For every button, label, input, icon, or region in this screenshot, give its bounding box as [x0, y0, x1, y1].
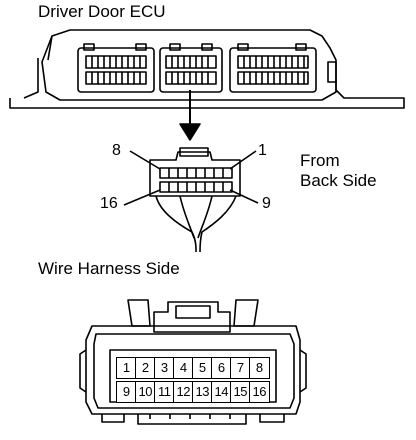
callout-top-left: 8: [112, 142, 121, 159]
view-direction-label: From Back Side: [300, 151, 410, 191]
ecu-connector-left: [77, 43, 155, 93]
pin-cell: 3: [154, 357, 175, 379]
pin-cell: 2: [135, 357, 156, 379]
pin-cell: 1: [116, 357, 137, 379]
back-side-connector: [123, 147, 259, 253]
pin-cell: 10: [135, 381, 156, 403]
diagram-title: Driver Door ECU: [38, 2, 166, 21]
pin-cell: 8: [249, 357, 270, 379]
pin-cell: 13: [192, 381, 213, 403]
view-direction-line1: From: [300, 151, 340, 170]
down-arrow-icon: [179, 90, 201, 141]
pin-cell: 16: [249, 381, 270, 403]
pin-cell: 14: [211, 381, 232, 403]
pin-cell: 15: [230, 381, 251, 403]
ecu-connector-middle: [159, 43, 223, 93]
pin-cell: 4: [173, 357, 194, 379]
pin-cell: 12: [173, 381, 194, 403]
callout-bottom-right: 9: [262, 195, 271, 212]
harness-pin-grid: 1 2 3 4 5 6 7 8 9 10 11 12 13 14 15 16: [116, 357, 270, 403]
callout-top-right: 1: [258, 142, 267, 159]
pin-cell: 9: [116, 381, 137, 403]
pin-cell: 6: [211, 357, 232, 379]
pin-cell: 11: [154, 381, 175, 403]
callout-bottom-left: 16: [100, 195, 118, 212]
view-direction-line2: Back Side: [300, 171, 377, 190]
pin-cell: 7: [230, 357, 251, 379]
pin-cell: 5: [192, 357, 213, 379]
ecu-body: [9, 29, 405, 109]
harness-section-title: Wire Harness Side: [38, 259, 180, 278]
ecu-connector-right: [229, 43, 317, 93]
